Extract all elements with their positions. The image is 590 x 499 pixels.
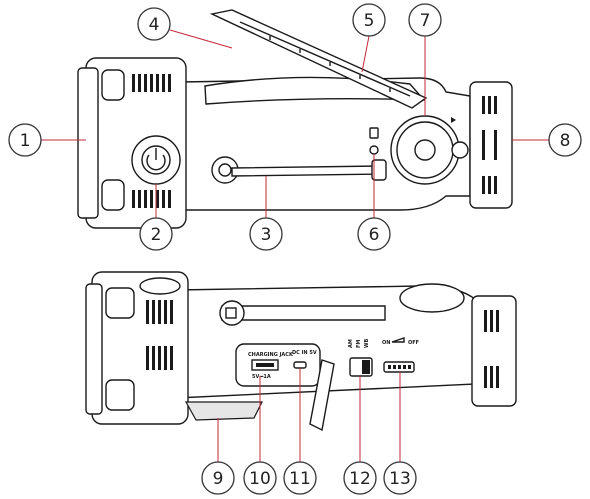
dial-bump: [399, 283, 465, 313]
svg-text:6: 6: [369, 225, 380, 245]
dc-in-label: DC IN 5V: [292, 350, 317, 356]
lamp-fins-lower: [132, 190, 171, 208]
solar-handle[interactable]: [209, 9, 428, 109]
callout-10: 10: [243, 461, 277, 495]
stand-foot: [184, 401, 263, 421]
bottom-view-device: CHARGING JACK 5V⎓1A DC IN 5V AM FM WB ON…: [85, 271, 517, 432]
usb-rating-label: 5V⎓1A: [252, 374, 271, 380]
svg-text:13: 13: [389, 469, 411, 489]
svg-text:3: 3: [261, 225, 272, 245]
svg-text:10: 10: [249, 469, 271, 489]
top-view-device: [77, 9, 513, 229]
band-fm-label: FM: [356, 340, 362, 348]
svg-text:8: 8: [560, 131, 571, 151]
dc-port[interactable]: [293, 361, 307, 369]
band-wb-label: WB: [364, 338, 370, 348]
battery-indicator: [369, 127, 379, 139]
end-cap-bottom: [471, 295, 517, 407]
switch-off-label: OFF: [408, 340, 419, 346]
callout-9: 9: [201, 461, 235, 495]
callout-1: 1: [8, 123, 42, 157]
crank-recess: [221, 305, 386, 321]
leader-lines: [41, 29, 549, 462]
callout-2: 2: [139, 217, 173, 251]
switch-on-label: ON: [382, 340, 390, 346]
callout-12: 12: [343, 461, 377, 495]
callout-11: 11: [283, 461, 317, 495]
callout-4: 4: [137, 7, 171, 41]
lamp-fins-bottom: [146, 300, 173, 370]
svg-text:2: 2: [151, 225, 162, 245]
callout-13: 13: [383, 461, 417, 495]
lens-ring: [139, 277, 181, 295]
svg-text:1: 1: [20, 131, 31, 151]
sos-led: [369, 145, 379, 155]
svg-text:9: 9: [213, 469, 224, 489]
port-cover-flap[interactable]: [309, 359, 335, 432]
end-cap-fins: [482, 96, 497, 194]
end-cap-top: [469, 81, 513, 209]
svg-text:7: 7: [420, 11, 431, 31]
lamp-fins-upper: [132, 74, 171, 92]
svg-text:12: 12: [349, 469, 371, 489]
callout-5: 5: [352, 3, 386, 37]
end-cap-fins-bottom: [484, 310, 499, 388]
band-am-label: AM: [348, 339, 354, 348]
callout-6: 6: [357, 217, 391, 251]
svg-text:4: 4: [149, 15, 160, 35]
charging-jack-label: CHARGING JACK: [248, 352, 294, 358]
callout-7: 7: [408, 3, 442, 37]
callout-8: 8: [548, 123, 582, 157]
svg-text:5: 5: [364, 11, 375, 31]
solar-grid: [239, 21, 411, 97]
svg-text:11: 11: [289, 469, 311, 489]
callout-3: 3: [249, 217, 283, 251]
hand-crank[interactable]: [211, 156, 387, 184]
